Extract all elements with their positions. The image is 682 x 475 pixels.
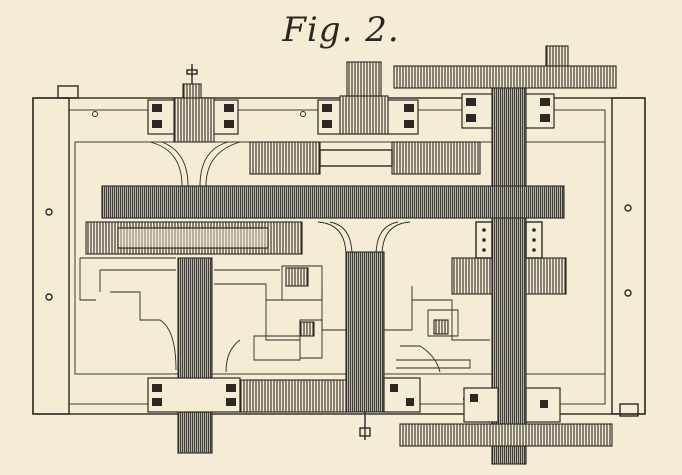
upper-gear-pair — [249, 141, 481, 175]
main-horizontal-gear — [101, 185, 565, 219]
inner-linkage — [79, 221, 567, 373]
lower-bearing-blocks — [147, 377, 561, 423]
center-vertical-shaft — [317, 61, 411, 440]
figure-title: Fig. 2. — [282, 10, 400, 50]
right-vertical-shaft — [491, 45, 569, 465]
left-vertical-shaft — [149, 64, 241, 454]
top-right-gear — [393, 65, 617, 89]
bottom-right-gear — [399, 423, 613, 447]
left-large-gear — [85, 221, 303, 255]
